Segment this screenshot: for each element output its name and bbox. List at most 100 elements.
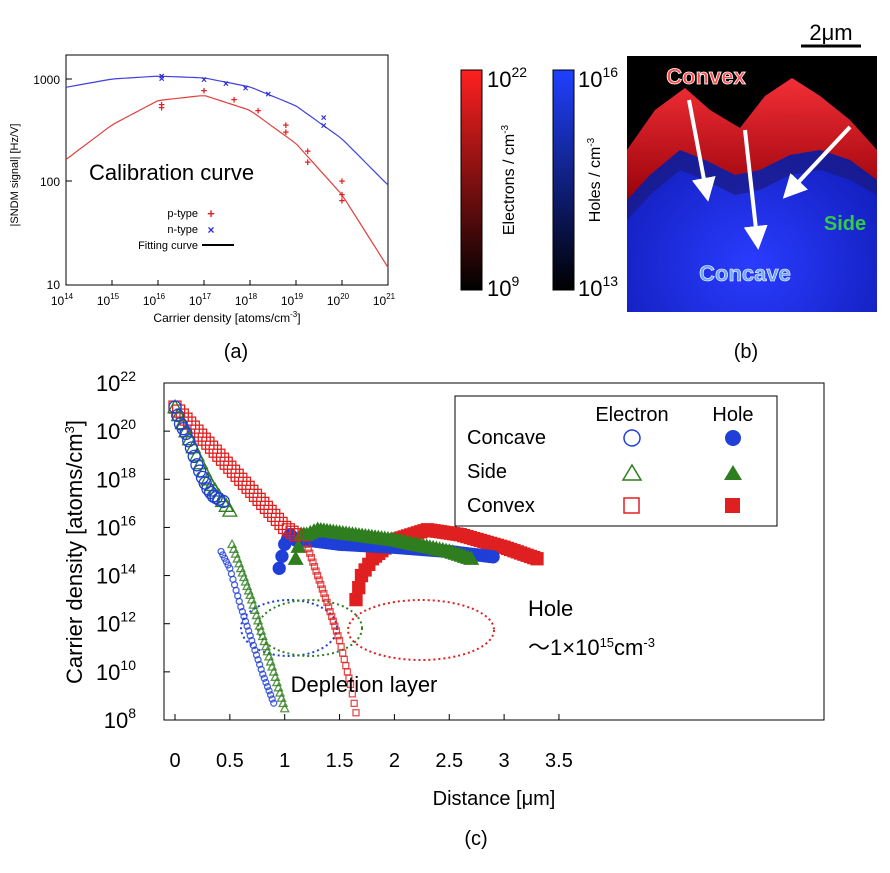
convex-electron-point xyxy=(248,488,263,502)
electrons-min-label: 109 xyxy=(487,273,519,301)
arrow-side xyxy=(782,125,852,199)
convex-electron-point xyxy=(252,492,266,506)
side-electron-point xyxy=(170,406,187,422)
panel-a-ytick-100: 100 xyxy=(40,175,60,189)
convex-electron-depletion-point xyxy=(313,571,322,580)
legend-convex-electron-marker xyxy=(623,497,640,514)
arrow-convex xyxy=(687,99,716,202)
convex-electron-depletion-point xyxy=(334,632,342,640)
convex-electron-point xyxy=(172,404,186,418)
convex-electron-depletion-point xyxy=(331,622,339,630)
convex-hole-point xyxy=(352,580,366,595)
convex-electron-depletion-point xyxy=(318,585,326,593)
convex-electron-depletion-point xyxy=(302,540,311,548)
concave-electron-depletion-point xyxy=(240,612,248,621)
convex-hole-point xyxy=(349,592,363,607)
concave-electron-point xyxy=(168,400,182,414)
electrons-axis-label: Electrons / cm-3 xyxy=(500,124,518,235)
concave-electron-depletion-point xyxy=(268,695,276,703)
concave-electron-point xyxy=(209,490,223,505)
panel-a-yticks: 1000 100 10 xyxy=(33,73,72,292)
convex-electron-depletion-point xyxy=(321,594,330,602)
concave-hole-point xyxy=(486,550,500,564)
legend-electron-header: Electron xyxy=(595,404,668,426)
panel-a-ytick-10: 10 xyxy=(47,278,61,292)
convex-electron-depletion-point xyxy=(342,661,350,670)
side-electron-point xyxy=(221,502,238,517)
concave-electron-depletion-point xyxy=(266,691,275,699)
panel-a-xtick-label: 1021 xyxy=(373,292,396,308)
holes-min-label: 1013 xyxy=(578,273,618,301)
panel-c-ytick-label: 1018 xyxy=(96,464,136,492)
panel-c-frame xyxy=(163,382,825,721)
legend-p-marker: + xyxy=(207,206,215,221)
legend-convex-hole-marker xyxy=(725,498,740,513)
panel-a-title: Calibration curve xyxy=(89,160,254,185)
concave-electron-depletion-point xyxy=(252,651,261,659)
convex-electron-depletion-point xyxy=(328,612,336,621)
n-type-point: × xyxy=(321,113,327,124)
p-type-point: + xyxy=(339,196,345,208)
panel-a-frame xyxy=(65,54,389,286)
concave-electron-point xyxy=(190,458,204,472)
panel-c-ytick-label: 108 xyxy=(104,705,136,733)
legend-p-type: p-type xyxy=(167,208,198,220)
convex-electron-depletion-point xyxy=(340,655,348,664)
concave-electron-depletion-point xyxy=(270,699,278,707)
panel-c-ytick-label: 1012 xyxy=(96,609,136,637)
label-convex: Convex xyxy=(666,64,746,89)
n-type-point: × xyxy=(159,74,165,85)
annotation-depletion-layer: Depletion layer xyxy=(291,672,438,697)
convex-electron-depletion-point xyxy=(324,603,333,611)
panel-c-xtick-label: 1.5 xyxy=(326,750,354,772)
arrow-concave xyxy=(743,129,768,250)
p-type-point: + xyxy=(305,146,311,158)
p-type-point: + xyxy=(339,176,345,188)
panel-a-fit-p-curve xyxy=(65,95,389,268)
concave-electron-depletion-point xyxy=(238,608,247,616)
side-electron-depletion-point xyxy=(279,703,290,713)
panel-a-xtick-label: 1017 xyxy=(189,292,212,308)
holes-axis-label: Holes / cm-3 xyxy=(586,137,604,222)
side-electron-point xyxy=(181,430,198,446)
panel-a-xlabel: Carrier density [atoms/cm-3] xyxy=(153,310,300,325)
concave-electron-depletion-point xyxy=(245,627,253,635)
legend-box xyxy=(454,395,778,527)
convex-electron-depletion-point xyxy=(346,680,355,689)
electrons-max-label: 1022 xyxy=(487,64,527,92)
panel-a-ytick-1000: 1000 xyxy=(33,73,60,87)
p-type-point: + xyxy=(158,99,164,111)
panel-a-xtick-label: 1015 xyxy=(97,292,120,308)
concave-electron-depletion-point xyxy=(249,641,258,649)
panel-c-ytick-label: 1022 xyxy=(96,368,136,396)
convex-electron-point xyxy=(197,432,211,446)
p-type-point: + xyxy=(201,86,207,98)
panel-a-fit-n-curve xyxy=(65,75,389,186)
convex-electron-depletion-point xyxy=(329,617,337,625)
panel-c-legend: Electron Hole Concave Side Convex xyxy=(454,395,778,527)
convex-electron-point xyxy=(245,484,259,498)
convex-electron-point xyxy=(241,480,255,494)
convex-electron-point xyxy=(281,523,296,537)
concave-electron-depletion-point xyxy=(257,665,265,674)
legend-side-hole-marker xyxy=(724,465,742,480)
legend-concave: Concave xyxy=(467,427,546,449)
holes-max-label: 1016 xyxy=(578,64,618,92)
p-type-point: + xyxy=(158,102,164,114)
legend-convex: Convex xyxy=(467,495,535,517)
concave-electron-point xyxy=(216,494,230,509)
convex-electron-point xyxy=(193,428,208,442)
convex-electron-point xyxy=(234,472,248,486)
n-type-point: × xyxy=(321,121,327,132)
annotation-hole-title: Hole xyxy=(528,596,573,621)
concave-hole-point xyxy=(272,561,286,575)
convex-electron-point xyxy=(219,456,233,470)
convex-electron-depletion-point xyxy=(332,627,341,635)
convex-electron-point xyxy=(263,504,277,519)
concave-electron-depletion-point xyxy=(254,656,262,664)
convex-electron-point xyxy=(204,440,219,454)
p-type-point: + xyxy=(283,127,289,139)
